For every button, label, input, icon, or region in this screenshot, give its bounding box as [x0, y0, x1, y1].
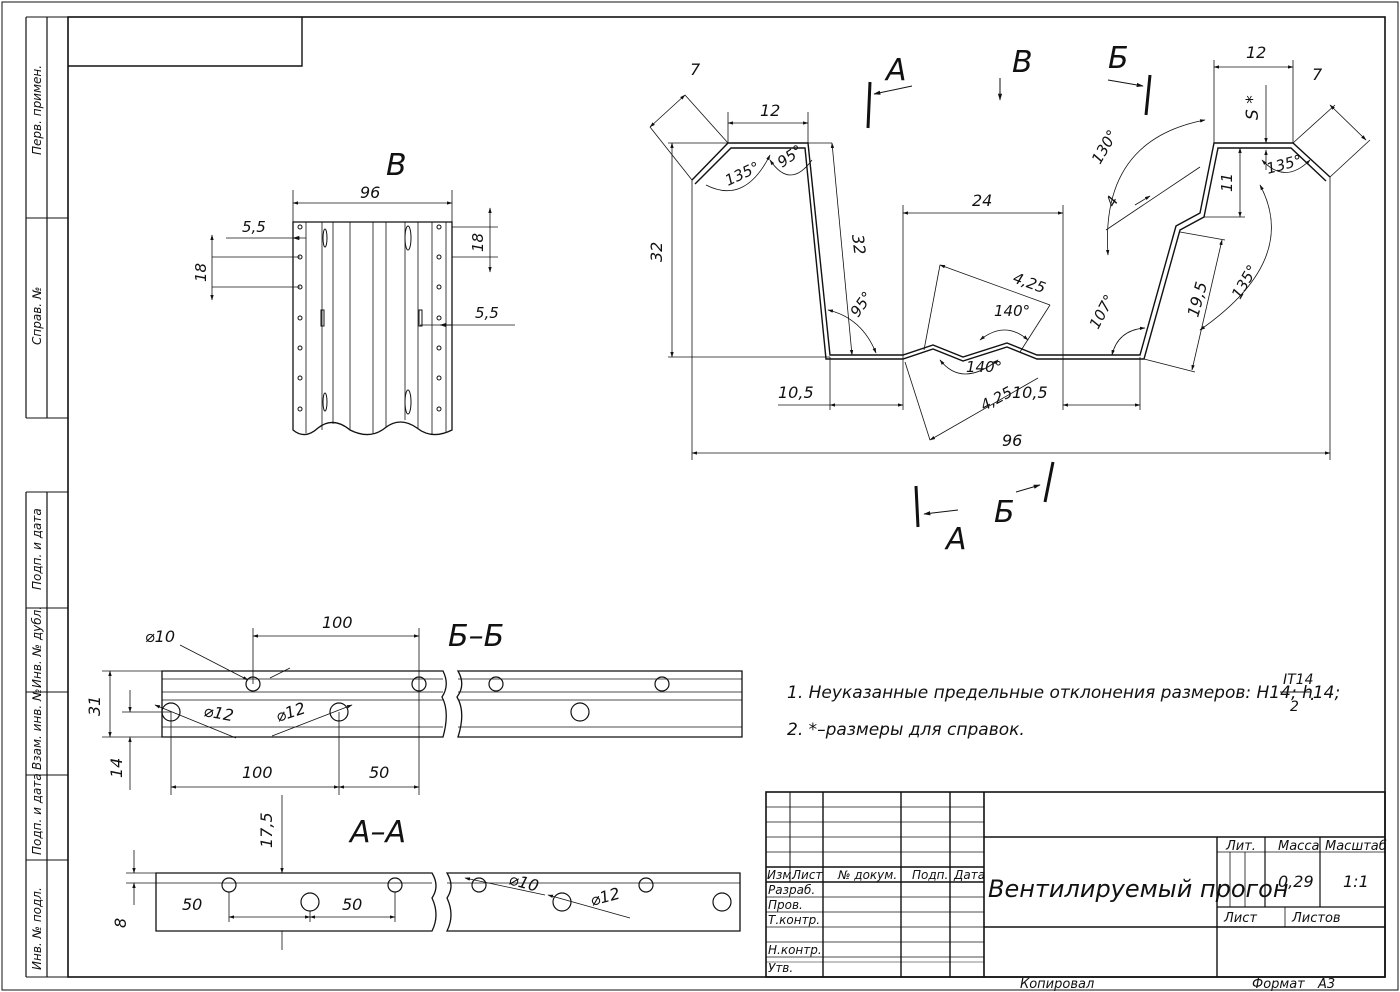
- section-bb-dim-100-bottom: 100: [242, 763, 273, 782]
- view-v-dim-18-left: 18: [192, 263, 210, 282]
- tb-mass-value: 0,29: [1278, 872, 1314, 891]
- section-bb: Б–Б 100 ⌀10 ⌀12 ⌀12: [85, 613, 743, 795]
- tb-mass-label: Масса: [1278, 839, 1319, 854]
- profile-angle-130: 130°: [1088, 127, 1122, 167]
- tb-product-name: Вентилируемый прогон: [988, 875, 1289, 903]
- view-v-title: В: [386, 148, 407, 183]
- tb-row-nkontr: Н.контр.: [768, 943, 822, 957]
- profile-dim-105-left: 10,5: [778, 383, 814, 402]
- section-mark-v-top: В: [1012, 45, 1033, 80]
- section-aa-dim-8: 8: [111, 918, 130, 928]
- section-markers: А В Б Б А: [866, 41, 1152, 557]
- section-aa-dia-12: ⌀12: [588, 884, 622, 910]
- profile-dim-11: 11: [1218, 173, 1236, 192]
- section-aa-dim-175: 17,5: [257, 812, 276, 848]
- profile-dim-195: 19,5: [1184, 280, 1212, 319]
- profile-angle-95-top: 95°: [774, 141, 806, 171]
- view-v: В 96: [192, 148, 515, 436]
- footer: Копировал Формат А3: [1020, 977, 1335, 992]
- profile-dim-s: S *: [1243, 95, 1263, 120]
- tb-scale-value: 1:1: [1343, 872, 1369, 891]
- tb-col-podp: Подп.: [912, 868, 948, 882]
- tb-col-izm: Изм.: [767, 868, 795, 882]
- note-1-numerator: IT14: [1283, 672, 1314, 688]
- section-bb-dim-50: 50: [369, 763, 389, 782]
- section-aa-dim-50-a: 50: [182, 895, 202, 914]
- section-aa-dim-50-b: 50: [342, 895, 362, 914]
- profile-dim-425-bottom: 4,25: [977, 383, 1015, 415]
- tb-col-doc: № докум.: [837, 868, 897, 882]
- footer-copied: Копировал: [1020, 977, 1094, 992]
- footer-format-label: Формат: [1252, 977, 1305, 992]
- profile-dim-7-left: 7: [690, 60, 701, 79]
- stamp-label-3: Подп. и дата: [30, 508, 44, 590]
- stamp-label-6: Подп. и дата: [30, 773, 44, 855]
- view-v-dim-width: 96: [360, 183, 380, 202]
- view-v-dim-55-right: 5,5: [475, 304, 499, 322]
- note-1: 1. Неуказанные предельные отклонения раз…: [787, 683, 1340, 703]
- profile-angle-135-left: 135°: [722, 158, 762, 190]
- view-v-dim-18-right: 18: [469, 233, 487, 252]
- profile-section: 7 12 135° 95° 32 32 95° 24 4,25 140°: [647, 43, 1371, 460]
- profile-dim-4: 4: [1102, 193, 1122, 210]
- profile-dim-32-height: 32: [647, 242, 666, 262]
- stamp-label-1: Перв. примен.: [30, 65, 44, 155]
- tb-col-list: Лист: [791, 868, 823, 882]
- view-v-holes-left: [297, 224, 303, 412]
- section-mark-a-bottom: А: [944, 522, 967, 557]
- tb-scale-label: Масштаб: [1325, 839, 1387, 854]
- tb-row-prov: Пров.: [768, 898, 803, 912]
- section-bb-dim-31: 31: [85, 696, 104, 716]
- stamp-label-7: Инв. № подл.: [30, 887, 44, 970]
- profile-dim-12-right: 12: [1246, 43, 1266, 62]
- stamp-label-4: Инв. № дубл.: [30, 606, 44, 688]
- stamp-label-5: Взам. инв. №: [30, 689, 44, 770]
- section-mark-a-top: А: [884, 53, 907, 88]
- view-v-dim-55-top: 5,5: [242, 218, 266, 236]
- profile-dim-12-left: 12: [760, 101, 780, 120]
- section-aa-title: А–А: [348, 815, 406, 850]
- section-bb-dim-100-top: 100: [322, 613, 353, 632]
- section-mark-b-bottom: Б: [994, 495, 1015, 530]
- tb-lit-label: Лит.: [1225, 839, 1256, 854]
- profile-angle-140-bottom: 140°: [966, 358, 1002, 376]
- tb-row-razrab: Разраб.: [768, 883, 815, 897]
- profile-angle-107: 107°: [1086, 292, 1119, 332]
- section-mark-b-top: Б: [1108, 41, 1129, 76]
- side-stamp: Перв. примен. Справ. № Подп. и дата Инв.…: [25, 16, 68, 978]
- profile-dim-32-web: 32: [848, 233, 869, 256]
- profile-angle-135-right-top: 135°: [1264, 151, 1304, 178]
- stamp-label-2: Справ. №: [30, 287, 44, 345]
- profile-dim-105-right: 10,5: [1012, 383, 1048, 402]
- section-bb-dia-10: ⌀10: [145, 627, 175, 646]
- note-1-end: .: [1310, 685, 1315, 705]
- tb-row-utv: Утв.: [768, 961, 793, 975]
- note-1-denominator: 2: [1290, 699, 1299, 715]
- section-bb-title: Б–Б: [448, 619, 504, 654]
- title-block: Изм. Лист № докум. Подп. Дата Разраб. Пр…: [765, 791, 1387, 978]
- tb-row-tkontr: Т.контр.: [768, 913, 820, 927]
- profile-dim-24: 24: [972, 191, 992, 210]
- section-aa: А–А 17,5 8 50 50 ⌀10 ⌀12: [111, 795, 741, 950]
- tb-col-data: Дата: [953, 868, 985, 882]
- section-bb-dim-14: 14: [107, 758, 126, 778]
- profile-dim-96: 96: [1002, 431, 1022, 450]
- profile-angle-95-bottom: 95°: [847, 288, 877, 320]
- tb-sheet-label: Лист: [1223, 911, 1257, 926]
- profile-angle-140-top: 140°: [994, 302, 1030, 320]
- view-v-holes-right: [436, 224, 442, 412]
- profile-dim-7-right: 7: [1312, 65, 1323, 84]
- profile-angle-135-right: 135°: [1228, 262, 1262, 302]
- tb-sheets-label: Листов: [1291, 911, 1341, 926]
- section-bb-dia-12-b: ⌀12: [273, 698, 307, 725]
- footer-format-value: А3: [1317, 977, 1335, 992]
- section-bb-dia-12-a: ⌀12: [202, 701, 235, 725]
- technical-notes: 1. Неуказанные предельные отклонения раз…: [787, 672, 1340, 740]
- note-2: 2. *–размеры для справок.: [787, 720, 1025, 740]
